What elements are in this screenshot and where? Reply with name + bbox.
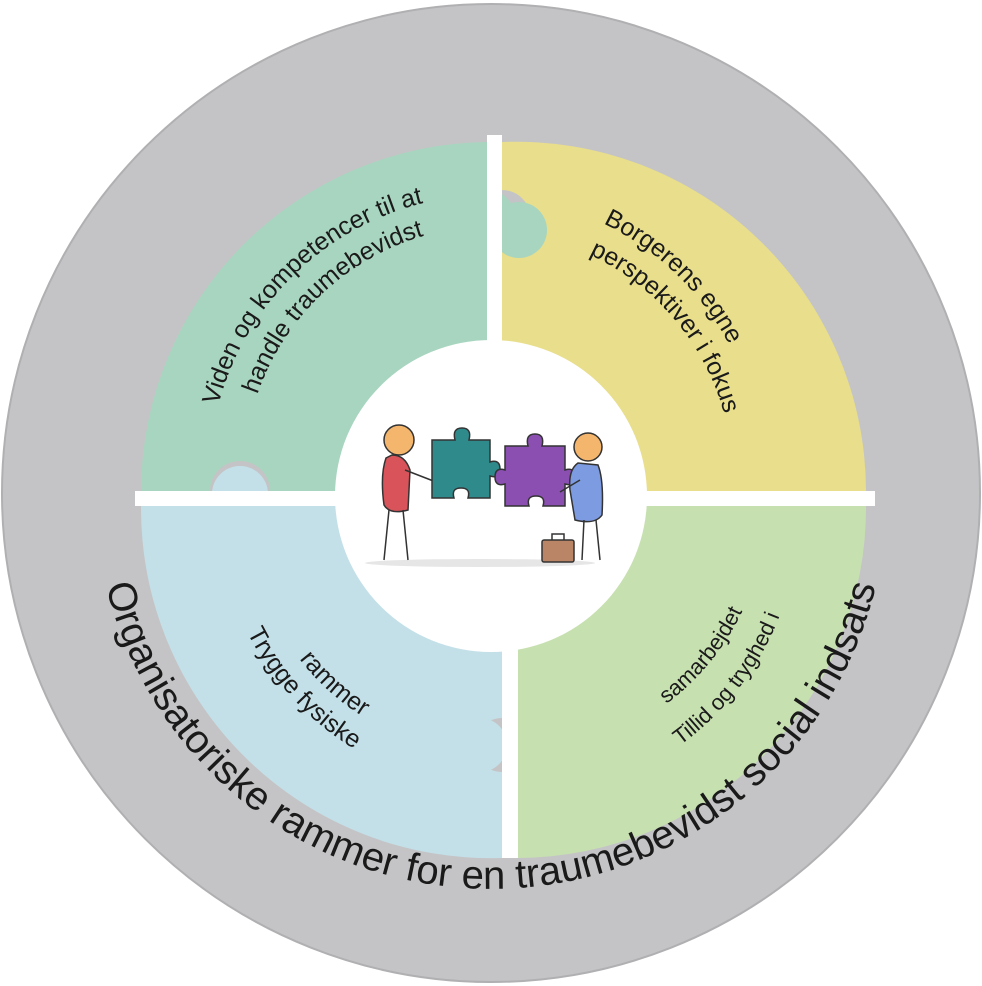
two-people-joining-puzzle-pieces-icon: [365, 424, 604, 567]
physical-tab-bottom: [453, 718, 507, 772]
center-circle: [335, 340, 647, 652]
knowledge-tab: [491, 202, 547, 258]
